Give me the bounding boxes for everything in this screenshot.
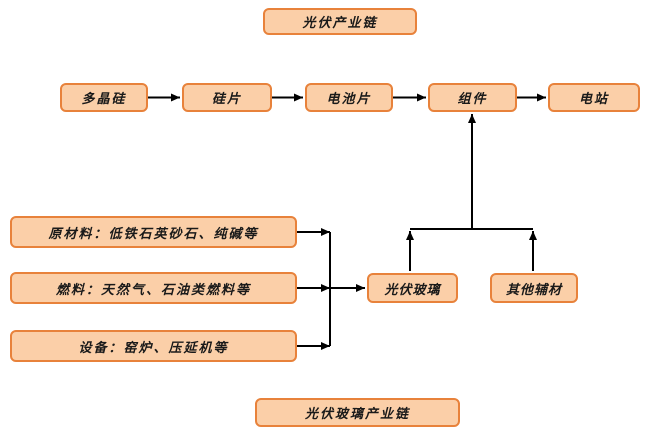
node-polysilicon: 多晶硅 (60, 83, 148, 112)
node-raw-materials: 原材料：低铁石英砂石、纯碱等 (10, 216, 297, 248)
node-module: 组件 (428, 83, 517, 112)
node-wafer: 硅片 (182, 83, 272, 112)
node-power-station: 电站 (548, 83, 640, 112)
node-pv-glass: 光伏玻璃 (367, 273, 458, 303)
node-cell: 电池片 (305, 83, 393, 112)
node-equipment: 设备：窑炉、压延机等 (10, 330, 297, 362)
bottom-title-box: 光伏玻璃产业链 (255, 398, 460, 427)
node-fuel: 燃料：天然气、石油类燃料等 (10, 272, 297, 304)
node-other-auxiliary: 其他辅材 (490, 273, 578, 303)
top-title-box: 光伏产业链 (263, 8, 417, 35)
